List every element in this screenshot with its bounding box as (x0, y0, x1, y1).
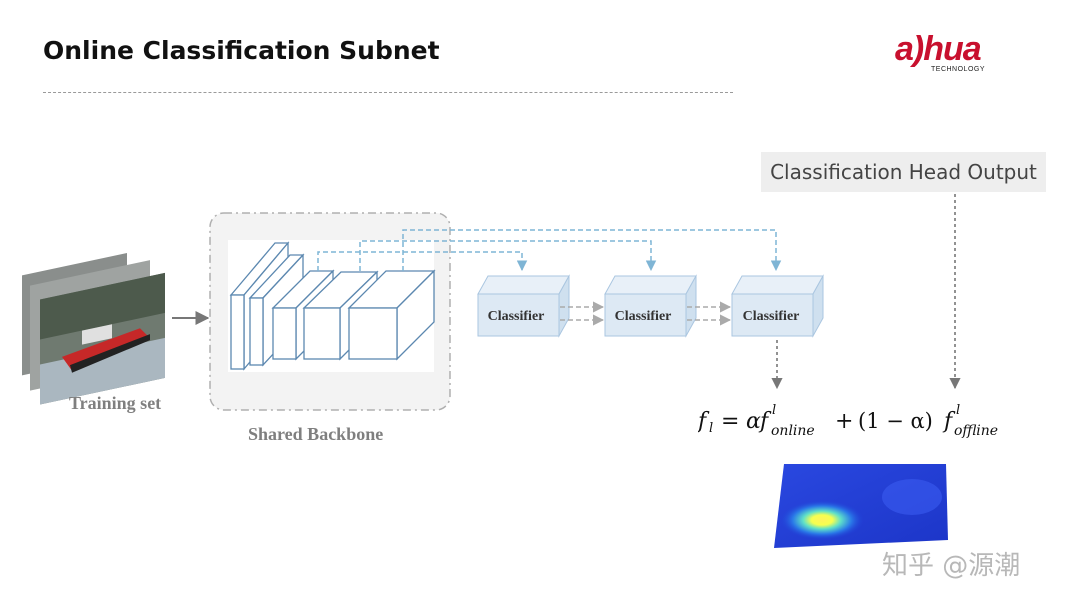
classifier-links (560, 301, 732, 326)
shared-backbone-label: Shared Backbone (248, 424, 384, 444)
response-heatmap (774, 464, 948, 548)
formula-term1-sub: online (771, 423, 815, 439)
skip-connections (317, 229, 782, 272)
formula-lhs-sub: l (709, 421, 713, 436)
dahua-logo: a)hua TECHNOLOGY (895, 30, 1030, 80)
formula-alpha: α (746, 409, 761, 434)
formula-one-minus: (1 − α) (858, 409, 933, 433)
logo-subtitle: TECHNOLOGY (931, 66, 986, 73)
classification-head-output-box: Classification Head Output (761, 152, 1046, 192)
svg-text:=: = (721, 409, 739, 434)
logo-brand: a)hua (895, 30, 982, 68)
fusion-formula: f l = α f l online + (1 − α) f l offline (698, 403, 998, 439)
svg-text:f: f (758, 409, 772, 434)
formula-term1-sup: l (772, 403, 776, 418)
classifier-label-2: Classifier (615, 309, 672, 324)
training-set-label: Training set (69, 393, 162, 413)
formula-term2-sup: l (956, 403, 960, 418)
svg-text:+: + (835, 409, 853, 434)
formula-term2-sub: offline (954, 423, 998, 439)
slide-title: Online Classification Subnet (43, 36, 440, 65)
cnn-layers (229, 241, 436, 371)
training-set-images (22, 253, 165, 405)
classifier-boxes (477, 274, 824, 338)
classifier-label-3: Classifier (743, 309, 800, 324)
classifier-label-1: Classifier (488, 309, 545, 324)
title-underline (43, 92, 733, 93)
zhihu-watermark: 知乎 @源潮 (882, 551, 1021, 581)
